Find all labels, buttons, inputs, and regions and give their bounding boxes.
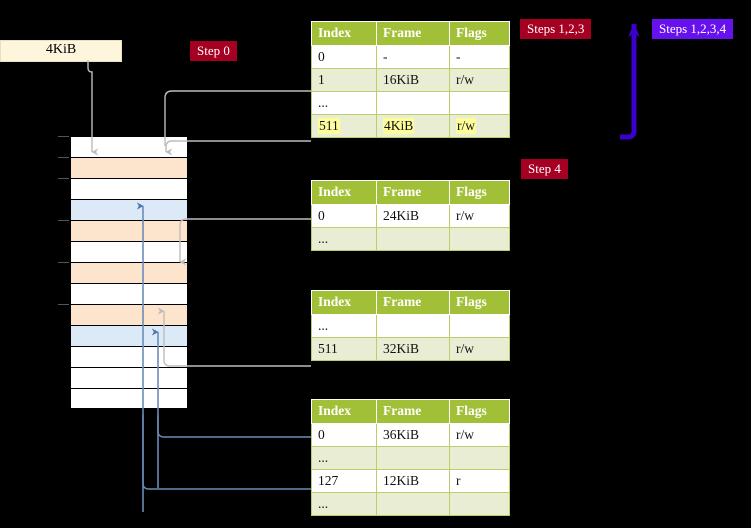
column-header-index: Index (311, 21, 377, 46)
column-header-frame: Frame (376, 290, 450, 315)
table-cell: 32KiB (376, 337, 450, 361)
table-cell: 0 (311, 423, 377, 447)
table-cell (376, 227, 450, 251)
frame-boundary-tick (58, 157, 69, 158)
table-cell (449, 91, 510, 115)
column-header-flags: Flags (449, 180, 510, 205)
steps-1234-badge: Steps 1,2,3,4 (652, 19, 734, 39)
frame-boundary-tick (58, 178, 69, 179)
table-row[interactable]: ... (311, 227, 510, 251)
table-cell (376, 314, 450, 338)
table-cell: r/w (449, 114, 510, 138)
column-header-index: Index (311, 180, 377, 205)
memory-frame-row[interactable] (70, 325, 188, 346)
table-cell: r (449, 469, 510, 493)
memory-frame-row[interactable] (70, 304, 188, 325)
column-header-flags: Flags (449, 21, 510, 46)
table-cell: 12KiB (376, 469, 450, 493)
table-cell: ... (311, 492, 377, 516)
table-cell: r/w (449, 423, 510, 447)
table-cell: ... (311, 314, 377, 338)
highlighted-value: r/w (456, 117, 476, 134)
column-header-frame: Frame (376, 180, 450, 205)
frame-boundary-tick (58, 262, 69, 263)
source-frame-box: 4KiB (0, 40, 122, 62)
table-cell: r/w (449, 337, 510, 361)
table-cell (449, 446, 510, 470)
memory-frame-row[interactable] (70, 283, 188, 304)
highlighted-value: 4KiB (383, 117, 415, 134)
pt-entry127-connector (142, 415, 311, 490)
memory-frame-row[interactable] (70, 346, 188, 367)
frame-boundary-tick (58, 304, 69, 305)
table-row[interactable]: ... (311, 314, 510, 338)
column-header-flags: Flags (449, 290, 510, 315)
column-header-index: Index (311, 290, 377, 315)
memory-frame-row[interactable] (70, 136, 188, 157)
memory-frame-row[interactable] (70, 388, 188, 409)
table-cell: 127 (311, 469, 377, 493)
table-cell (449, 227, 510, 251)
table-cell: ... (311, 91, 377, 115)
table-cell: 511 (311, 337, 377, 361)
table-row[interactable]: ... (311, 91, 510, 115)
column-header-frame: Frame (376, 21, 450, 46)
table-cell (376, 492, 450, 516)
step-0-badge: Step 0 (190, 41, 237, 61)
steps-1234-bracket (620, 23, 640, 140)
table-cell: r/w (449, 204, 510, 228)
pt-entry0-connector (157, 415, 311, 438)
memory-frame-row[interactable] (70, 157, 188, 178)
column-header-frame: Frame (376, 399, 450, 424)
table-cell: - (449, 45, 510, 69)
memory-frame-row[interactable] (70, 178, 188, 199)
table-row[interactable]: ... (311, 492, 510, 516)
table-cell: 511 (311, 114, 377, 138)
step-4-badge: Step 4 (521, 159, 568, 179)
pdpt-entry-connector (179, 218, 311, 266)
table-cell: ... (311, 227, 377, 251)
memory-frame-row[interactable] (70, 199, 188, 220)
table-cell: 36KiB (376, 423, 450, 447)
memory-frame-row[interactable] (70, 367, 188, 388)
table-cell: 0 (311, 204, 377, 228)
memory-frame-row[interactable] (70, 220, 188, 241)
table-cell (376, 446, 450, 470)
highlighted-value: 511 (318, 117, 340, 134)
column-header-index: Index (311, 399, 377, 424)
frame-boundary-tick (58, 220, 69, 221)
table-row[interactable]: ... (311, 446, 510, 470)
memory-frame-row[interactable] (70, 241, 188, 262)
table-cell (449, 492, 510, 516)
column-header-flags: Flags (449, 399, 510, 424)
table-cell: 16KiB (376, 68, 450, 92)
table-cell: 1 (311, 68, 377, 92)
table-cell (449, 314, 510, 338)
frame-boundary-tick (58, 136, 69, 137)
steps-123-badge: Steps 1,2,3 (520, 19, 592, 39)
table-row[interactable]: 0-- (311, 45, 510, 69)
table-cell: 0 (311, 45, 377, 69)
table-cell: 4KiB (376, 114, 450, 138)
table-row[interactable]: 511 4KiB r/w (311, 114, 510, 138)
table-cell (376, 91, 450, 115)
memory-frame-row[interactable] (70, 262, 188, 283)
table-cell: - (376, 45, 450, 69)
table-cell: ... (311, 446, 377, 470)
table-cell: 24KiB (376, 204, 450, 228)
table-cell: r/w (449, 68, 510, 92)
